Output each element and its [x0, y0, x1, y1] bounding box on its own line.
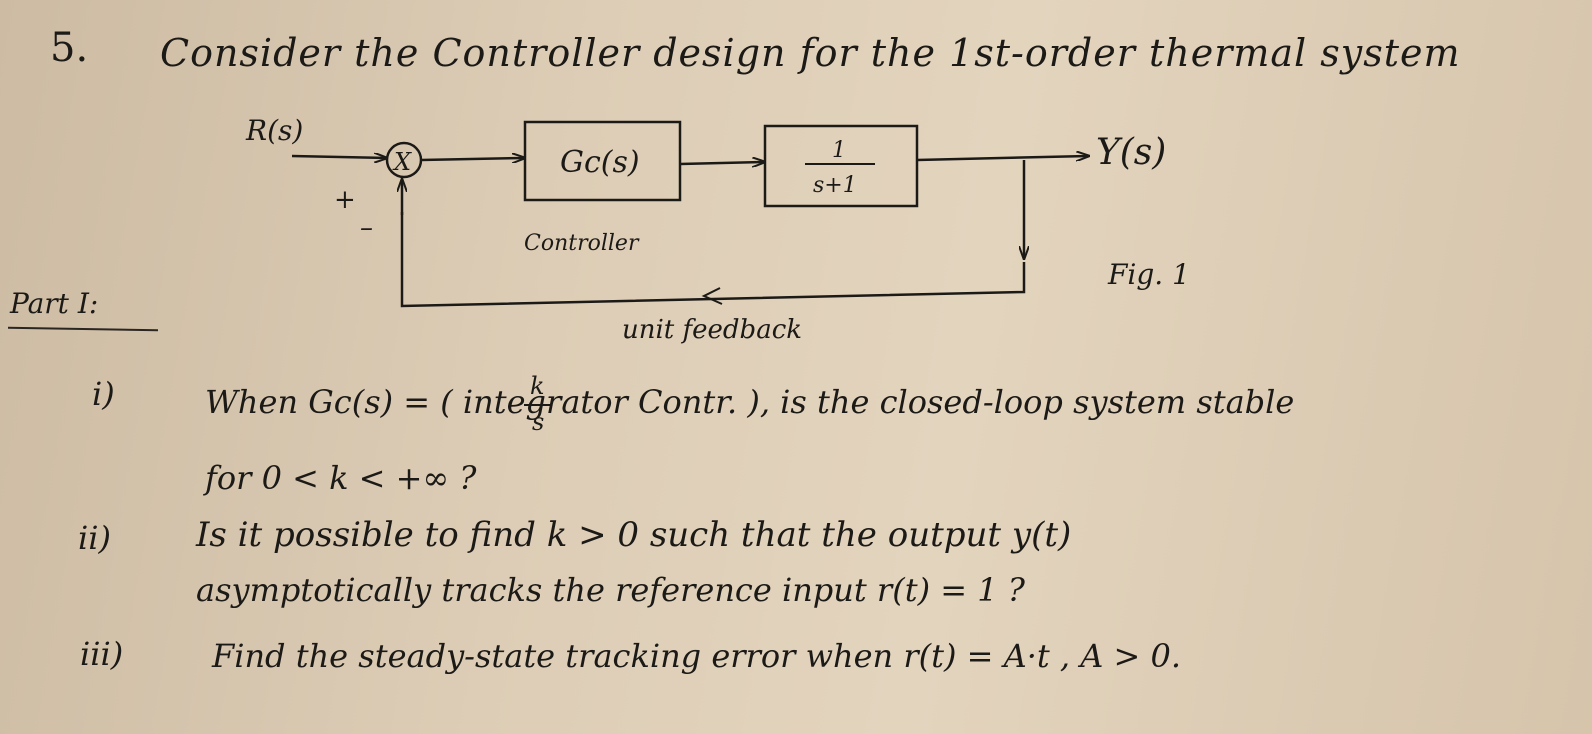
error-signal-line: [420, 158, 524, 160]
part-label: Part I:: [10, 287, 99, 320]
question-2-line-1: Is it possible to find k > 0 such that t…: [196, 515, 1072, 555]
problem-number: 5.: [50, 25, 89, 71]
question-1-label: i): [92, 375, 115, 413]
input-label: R(s): [245, 114, 303, 147]
controller-block-label: Gc(s): [560, 145, 640, 180]
question-3-line-1: Find the steady-state tracking error whe…: [212, 637, 1182, 675]
question-1-line-1: When Gc(s) = ( integrator Contr. ), is t…: [205, 383, 1295, 421]
question-1-fraction-bar: [524, 404, 552, 406]
plant-denominator: s+1: [813, 173, 857, 198]
plus-sign: +: [334, 185, 356, 215]
input-signal-line: [291, 156, 386, 158]
output-signal-line: [916, 156, 1088, 160]
question-1-line-2: for 0 < k < +∞ ?: [205, 459, 477, 497]
controller-caption: Controller: [524, 231, 640, 256]
minus-sign: –: [360, 213, 373, 243]
problem-statement: Consider the Controller design for the 1…: [160, 31, 1461, 75]
controller-block: [523, 120, 682, 202]
output-label: Y(s): [1096, 132, 1166, 173]
question-1-fraction-numerator: k: [530, 372, 545, 400]
feedback-caption: unit feedback: [622, 315, 802, 345]
plant-block: [763, 124, 919, 208]
plant-numerator: 1: [832, 138, 846, 163]
question-1-fraction-denominator: s: [532, 408, 545, 436]
summing-junction-x: X: [392, 148, 412, 176]
question-2-line-2: asymptotically tracks the reference inpu…: [196, 571, 1025, 609]
feedback-direction-mark: [701, 287, 723, 305]
question-2-label: ii): [78, 519, 111, 557]
control-signal-line: [679, 162, 764, 164]
question-3-label: iii): [80, 635, 124, 673]
figure-label: Fig. 1: [1107, 258, 1190, 291]
